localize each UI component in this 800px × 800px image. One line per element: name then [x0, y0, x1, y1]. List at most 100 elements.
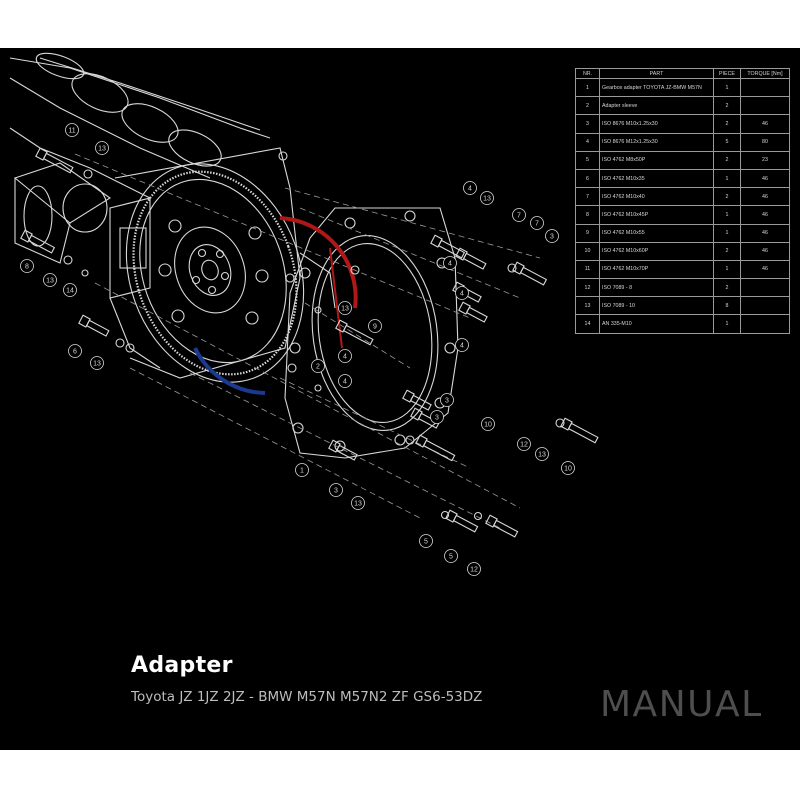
- row-nr: 12: [575, 278, 600, 298]
- row-torque: 46: [740, 187, 790, 207]
- callout-balloon: 3: [430, 410, 444, 424]
- callout-label: 13: [483, 195, 491, 202]
- engine-block: [9, 52, 271, 369]
- callout-balloon: 13: [43, 273, 57, 287]
- callout-label: 10: [564, 465, 572, 472]
- callout-balloon: 8: [20, 259, 34, 273]
- callout-balloon: 13: [535, 447, 549, 461]
- callout-label: 10: [484, 421, 492, 428]
- callout-label: 3: [550, 233, 554, 240]
- row-part: Adapter sleeve: [599, 96, 714, 116]
- callout-balloon: 3: [545, 229, 559, 243]
- callout-label: 3: [334, 487, 338, 494]
- callout-label: 8: [25, 263, 29, 270]
- row-part: ISO 4762 M8x50P: [599, 150, 714, 170]
- callout-label: 13: [98, 145, 106, 152]
- row-torque: 46: [740, 205, 790, 225]
- row-torque: 46: [740, 114, 790, 134]
- row-torque: 23: [740, 150, 790, 170]
- callout-label: 3: [445, 397, 449, 404]
- callout-balloon: 13: [480, 191, 494, 205]
- callout-balloon: 5: [419, 534, 433, 548]
- callout-balloon: 12: [517, 437, 531, 451]
- callout-balloon: 4: [338, 349, 352, 363]
- callout-balloon: 12: [467, 562, 481, 576]
- callout-label: 4: [460, 290, 464, 297]
- row-nr: 9: [575, 223, 600, 243]
- callout-balloon: 3: [329, 483, 343, 497]
- row-nr: 14: [575, 314, 600, 334]
- document-subtitle: Toyota JZ 1JZ 2JZ - BMW M57N M57N2 ZF GS…: [131, 689, 483, 705]
- exploded-assembly-drawing: 1113813146134137734444139243313131012551…: [9, 52, 599, 576]
- row-nr: 4: [575, 132, 600, 152]
- callout-label: 4: [468, 185, 472, 192]
- row-torque: [740, 96, 790, 116]
- header-torque: TORQUE [Nm]: [740, 68, 790, 79]
- row-nr: 8: [575, 205, 600, 225]
- row-torque: [740, 314, 790, 334]
- row-part: ISO 8676 M12x1.25x30: [599, 132, 714, 152]
- row-torque: 46: [740, 241, 790, 261]
- row-nr: 1: [575, 77, 600, 98]
- callout-balloon: 9: [368, 319, 382, 333]
- row-nr: 5: [575, 150, 600, 170]
- row-piece: 1: [713, 259, 741, 280]
- callout-balloon: 13: [338, 301, 352, 315]
- callout-balloon: 2: [311, 359, 325, 373]
- row-piece: 1: [713, 314, 741, 334]
- row-torque: [740, 296, 790, 316]
- row-piece: 2: [713, 278, 741, 298]
- row-nr: 2: [575, 96, 600, 116]
- callout-balloon: 13: [351, 496, 365, 510]
- row-torque: 46: [740, 223, 790, 243]
- row-part: ISO 4762 M10x35: [599, 168, 714, 189]
- row-torque: 46: [740, 259, 790, 280]
- row-nr: 3: [575, 114, 600, 134]
- callout-balloon: 3: [440, 393, 454, 407]
- callout-balloon: 4: [455, 286, 469, 300]
- callout-label: 5: [449, 553, 453, 560]
- adapter-plate: [284, 207, 459, 459]
- callout-balloon: 1: [295, 463, 309, 477]
- callout-balloons: 1113813146134137734444139243313131012551…: [20, 123, 575, 576]
- callout-balloon: 10: [481, 417, 495, 431]
- row-nr: 13: [575, 296, 600, 316]
- header-part: PART: [599, 68, 714, 79]
- row-piece: 1: [713, 223, 741, 243]
- callout-balloon: 13: [90, 356, 104, 370]
- row-part: ISO 4762 M10x70P: [599, 259, 714, 280]
- callout-label: 2: [316, 363, 320, 370]
- callout-label: 6: [73, 348, 77, 355]
- fasteners: [20, 147, 599, 538]
- callout-balloon: 7: [530, 216, 544, 230]
- callout-balloon: 13: [95, 141, 109, 155]
- callout-label: 14: [66, 287, 74, 294]
- callout-balloon: 14: [63, 283, 77, 297]
- row-part: ISO 4762 M10x55: [599, 223, 714, 243]
- callout-label: 13: [93, 360, 101, 367]
- row-piece: 1: [713, 168, 741, 189]
- row-torque: [740, 278, 790, 298]
- alignment-lines: [74, 153, 541, 529]
- manual-wordmark: MANUAL: [600, 684, 763, 725]
- callout-balloon: 7: [512, 208, 526, 222]
- brand-watermark: [193, 216, 358, 395]
- callout-label: 3: [435, 414, 439, 421]
- row-nr: 11: [575, 259, 600, 280]
- parts-table-header: NR. PART PIECE TORQUE [Nm]: [575, 68, 790, 79]
- row-part: ISO 4762 M10x40: [599, 187, 714, 207]
- callout-balloon: 4: [338, 374, 352, 388]
- row-part: ISO 7089 - 8: [599, 278, 714, 298]
- callout-label: 4: [343, 353, 347, 360]
